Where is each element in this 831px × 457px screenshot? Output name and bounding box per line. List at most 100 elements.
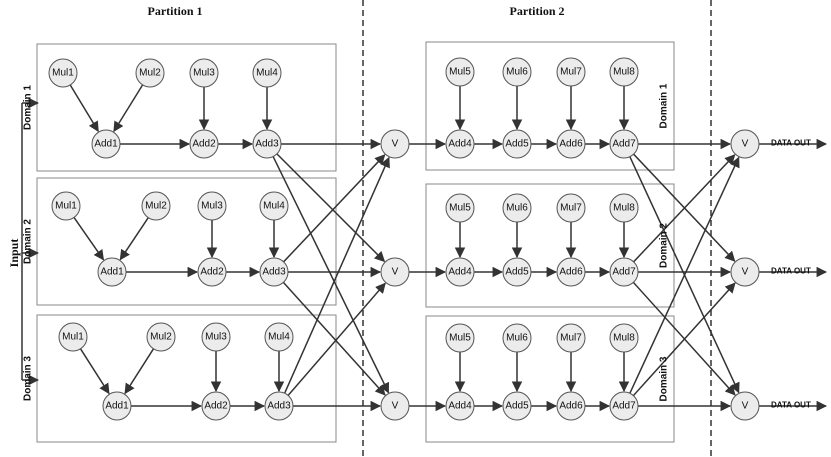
p1-d3-mul-2: Mul2 xyxy=(146,322,176,352)
p1-d2-mul-2-circle xyxy=(141,191,171,221)
p1-d1-mul-1-label: Mul1 xyxy=(52,68,74,79)
p2-d3-add-4-circle xyxy=(445,391,475,421)
p1-d1-mul-2: Mul2 xyxy=(135,58,165,88)
p2-d3-add-6-label: Add6 xyxy=(559,401,583,412)
p1-d1-edge-mul1-add1 xyxy=(69,84,99,133)
p2-d1-mul-7-circle xyxy=(556,57,586,87)
p1-d3-add-1-circle xyxy=(102,391,132,421)
p1-d1-mul-3-circle xyxy=(189,58,219,88)
p1-voter-2-label: V xyxy=(392,267,399,278)
p2-voter-1-label: V xyxy=(742,139,749,150)
p1-d2-add-1-circle xyxy=(97,257,127,287)
p1-d1-add-1-label: Add1 xyxy=(94,139,118,150)
p1-d2-add-3-circle xyxy=(259,257,289,287)
p1-d3-add-3-circle xyxy=(264,391,294,421)
p1-d2-edge-mul2-add1 xyxy=(119,217,149,261)
edge-p2-add7-d2-to-voter-1 xyxy=(633,154,736,263)
input-label: Input xyxy=(7,239,21,268)
p2-d1-add-7: Add7 xyxy=(609,129,639,159)
p1-domain-2-box xyxy=(36,177,337,306)
p1-d3-add-3: Add3 xyxy=(264,391,294,421)
p2-d2-add-5-circle xyxy=(502,257,532,287)
p1-d3-add-3-label: Add3 xyxy=(267,401,291,412)
p1-d3-mul-1: Mul1 xyxy=(58,322,88,352)
p1-d2-add-1-label: Add1 xyxy=(100,267,124,278)
p2-d2-mul-8-circle xyxy=(609,193,639,223)
p2-voter-2-circle xyxy=(730,257,760,287)
p2-d3-mul-6-label: Mul6 xyxy=(506,333,528,344)
p1-voter-2-circle xyxy=(380,257,410,287)
p2-d3-add-5: Add5 xyxy=(502,391,532,421)
p2-d1-add-4-circle xyxy=(445,129,475,159)
p1-d2-add-3-label: Add3 xyxy=(262,267,286,278)
p2-d1-mul-7-label: Mul7 xyxy=(560,67,582,78)
p2-d2-mul-6-circle xyxy=(502,193,532,223)
p1-d1-add-2-label: Add2 xyxy=(192,139,216,150)
p1-voter-2: V xyxy=(380,257,410,287)
p1-d1-mul-4-label: Mul4 xyxy=(256,68,278,79)
p2-d2-mul-6: Mul6 xyxy=(502,193,532,223)
p1-d2-mul-4: Mul4 xyxy=(259,191,289,221)
p2-d3-mul-7: Mul7 xyxy=(556,323,586,353)
p2-d1-mul-8: Mul8 xyxy=(609,57,639,87)
p1-d3-add-1-label: Add1 xyxy=(105,401,129,412)
edge-p1-add3-d3-to-voter-1 xyxy=(283,156,390,394)
p1-d3-mul-3-label: Mul3 xyxy=(205,332,227,343)
p1-domain-2-label: Domain 2 xyxy=(23,219,34,264)
p2-d3-add-7-circle xyxy=(609,391,639,421)
p2-d2-mul-7: Mul7 xyxy=(556,193,586,223)
p1-d1-edge-mul2-add1 xyxy=(113,84,144,133)
p2-d2-add-7: Add7 xyxy=(609,257,639,287)
p2-voter-3-circle xyxy=(730,391,760,421)
p2-d3-mul-5: Mul5 xyxy=(445,323,475,353)
p1-d1-add-1: Add1 xyxy=(91,129,121,159)
partition-dividers xyxy=(362,0,712,457)
p1-d1-mul-3-label: Mul3 xyxy=(193,68,215,79)
p1-voter-3-label: V xyxy=(392,401,399,412)
p1-d3-add-2: Add2 xyxy=(201,391,231,421)
p2-d1-add-5: Add5 xyxy=(502,129,532,159)
partition-title-1: Partition 1 xyxy=(148,4,203,18)
p1-d3-mul-1-circle xyxy=(58,322,88,352)
p2-d3-mul-8: Mul8 xyxy=(609,323,639,353)
p2-d2-mul-7-label: Mul7 xyxy=(560,203,582,214)
p2-d1-mul-5: Mul5 xyxy=(445,57,475,87)
p2-d2-add-6-circle xyxy=(556,257,586,287)
p1-d1-add-3-label: Add3 xyxy=(255,139,279,150)
p2-d1-mul-6-label: Mul6 xyxy=(506,67,528,78)
p1-d1-add-1-circle xyxy=(91,129,121,159)
dataflow-edges xyxy=(21,84,828,412)
p2-d2-mul-7-circle xyxy=(556,193,586,223)
edge-p1-add3-d2-to-voter-1 xyxy=(283,154,386,263)
p1-voter-1: V xyxy=(380,129,410,159)
p1-d3-mul-3: Mul3 xyxy=(201,322,231,352)
p1-d3-mul-2-label: Mul2 xyxy=(150,332,172,343)
p1-domain-1-label: Domain 1 xyxy=(23,85,34,130)
p1-d1-mul-1-circle xyxy=(48,58,78,88)
p2-domain-3-box xyxy=(425,315,675,443)
p1-domain-3-label: Domain 3 xyxy=(23,356,34,401)
p2-voter-2: V xyxy=(730,257,760,287)
p2-d3-add-4-label: Add4 xyxy=(448,401,472,412)
p1-d3-mul-3-circle xyxy=(201,322,231,352)
p1-domain-1-box xyxy=(36,43,337,172)
p2-domain-1-label: Domain 1 xyxy=(659,83,670,128)
p2-d2-mul-6-label: Mul6 xyxy=(506,203,528,214)
p2-d2-add-5: Add5 xyxy=(502,257,532,287)
p2-d1-mul-8-label: Mul8 xyxy=(613,67,635,78)
p1-d2-add-2-circle xyxy=(197,257,227,287)
p2-voter-3: V xyxy=(730,391,760,421)
p1-d1-mul-1: Mul1 xyxy=(48,58,78,88)
p1-d2-mul-3: Mul3 xyxy=(197,191,227,221)
p1-d2-mul-2: Mul2 xyxy=(141,191,171,221)
p2-d3-add-6-circle xyxy=(556,391,586,421)
p1-d2-edge-mul1-add1 xyxy=(73,217,105,261)
p2-d1-add-5-circle xyxy=(502,129,532,159)
edge-p1-add3-d3-to-voter-2 xyxy=(287,282,386,396)
p2-domain-3-label: Domain 3 xyxy=(659,356,670,401)
p1-d1-add-2-circle xyxy=(189,129,219,159)
p2-d2-mul-8-label: Mul8 xyxy=(613,203,635,214)
p2-d2-mul-5-circle xyxy=(445,193,475,223)
